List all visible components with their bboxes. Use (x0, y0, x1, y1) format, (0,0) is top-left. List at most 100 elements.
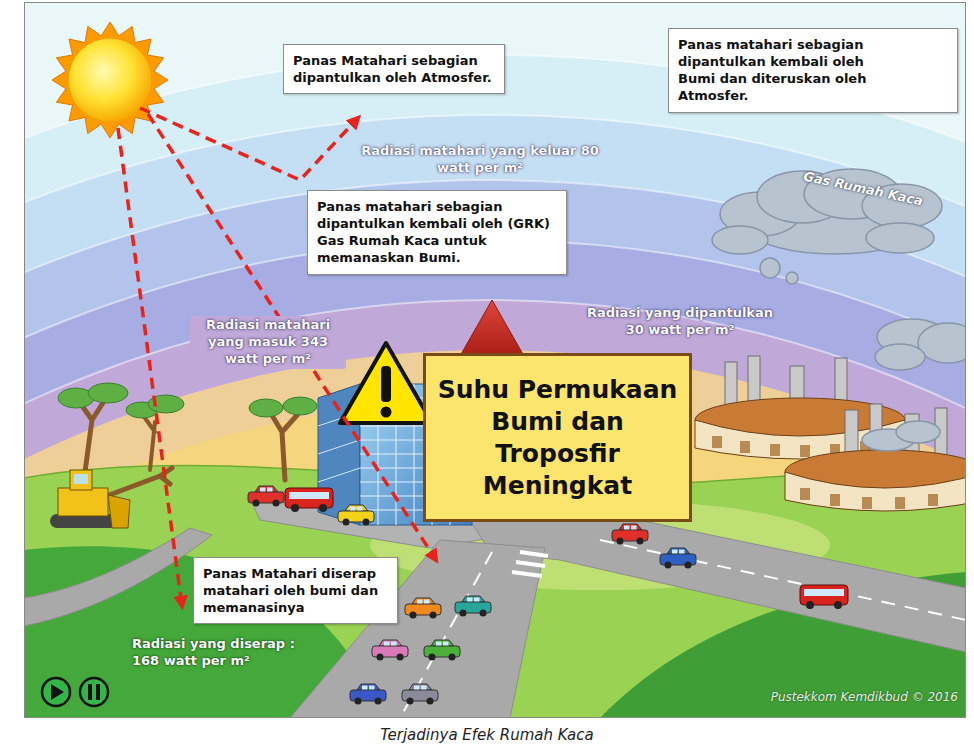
car (397, 654, 404, 661)
car (372, 640, 408, 661)
factory (800, 445, 810, 457)
tree (142, 414, 155, 470)
car (421, 686, 427, 690)
rising-arrow (460, 300, 524, 356)
car (384, 642, 390, 646)
bulldozer (58, 488, 108, 516)
car (410, 612, 417, 619)
car (679, 550, 685, 554)
car (800, 585, 848, 609)
car (617, 538, 624, 545)
sky (24, 240, 966, 718)
car (685, 562, 692, 569)
factory (862, 497, 872, 509)
car (391, 642, 397, 646)
node-text: Panas Matahari sebagian dipantulkan oleh… (293, 52, 495, 86)
factory (895, 497, 905, 509)
cloud (896, 421, 940, 443)
car (800, 585, 848, 605)
player-button (80, 678, 108, 706)
car (412, 598, 435, 604)
car (319, 504, 327, 512)
sky (24, 2, 966, 718)
picture-frame (25, 3, 966, 718)
radiation-arrow (140, 108, 358, 180)
car (631, 526, 637, 530)
car (285, 488, 333, 508)
cloud (875, 344, 925, 370)
player-button (88, 684, 92, 700)
factory (740, 441, 750, 453)
car (449, 654, 456, 661)
bulldozer (74, 474, 88, 484)
car (424, 600, 430, 604)
cloud (866, 223, 934, 253)
car (612, 524, 648, 545)
car (667, 548, 690, 554)
factory (785, 472, 966, 511)
bulldozer (70, 470, 92, 490)
factory (928, 494, 938, 506)
road (400, 552, 492, 718)
bulldozer (108, 495, 130, 528)
node-text: Suhu Permukaan Bumi dan Troposfir Mening… (430, 374, 685, 502)
player-button (96, 684, 100, 700)
sky (24, 300, 966, 718)
factory (800, 488, 938, 509)
car (379, 640, 402, 646)
sky (24, 350, 966, 718)
car (369, 686, 375, 690)
radiation-arrow (118, 108, 436, 606)
radiation-value: Radiasi yang diserap : 168 watt per m² (132, 636, 317, 670)
car (619, 524, 642, 530)
car (260, 488, 266, 492)
car (402, 684, 438, 705)
bulldozer (50, 470, 130, 528)
car (804, 589, 844, 596)
tree (88, 383, 128, 403)
atmosphere-layer (24, 300, 966, 718)
road (24, 488, 966, 718)
atmosphere-layer (24, 55, 966, 718)
car (363, 519, 370, 526)
car (248, 486, 284, 507)
atmosphere-layer (24, 180, 966, 718)
car (436, 642, 442, 646)
road (600, 540, 966, 620)
road (24, 528, 212, 626)
car (430, 612, 437, 619)
crosswalk (520, 552, 548, 556)
car (455, 596, 491, 617)
car (345, 505, 368, 511)
car (377, 654, 384, 661)
car (624, 526, 630, 530)
factory (712, 436, 722, 448)
car (357, 507, 363, 511)
car (357, 684, 380, 690)
car (429, 654, 436, 661)
player-button (42, 678, 108, 706)
car (427, 698, 434, 705)
car (285, 488, 333, 512)
callout-box: Panas Matahari sebagian dipantulkan oleh… (283, 44, 505, 94)
car (660, 548, 696, 569)
sky (24, 115, 966, 718)
cloud (760, 258, 780, 278)
crosswalk (512, 552, 548, 576)
tree (283, 397, 317, 415)
car (665, 562, 672, 569)
warning-sign (340, 343, 432, 423)
car (407, 698, 414, 705)
car (350, 684, 386, 705)
crosswalk (516, 562, 545, 566)
factory (785, 404, 966, 511)
factory (830, 494, 840, 506)
cloud-label: Gas Rumah Kaca (788, 166, 938, 214)
node-text: Panas Matahari diserap matahari oleh bum… (203, 565, 388, 616)
road (470, 512, 966, 652)
car (424, 640, 460, 661)
car (338, 505, 374, 526)
radiation-value: Radiasi matahari yang masuk 343 watt per… (190, 316, 346, 369)
car (273, 500, 280, 507)
